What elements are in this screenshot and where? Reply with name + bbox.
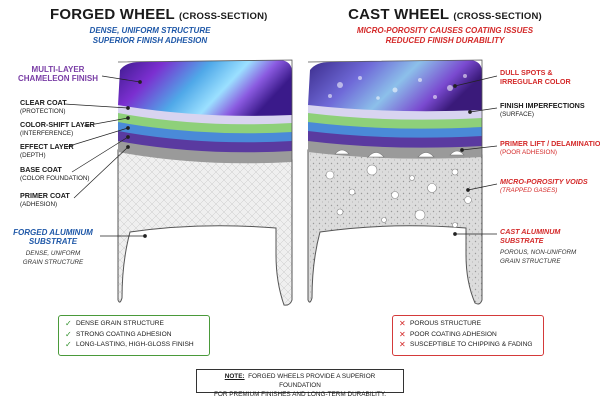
benefit-item: ✓STRONG COATING ADHESION: [65, 330, 203, 341]
label-cast-substrate: CAST ALUMINUM SUBSTRATE: [500, 228, 590, 245]
label-primer-coat: PRIMER COAT(ADHESION): [20, 192, 70, 209]
drawback-item: ✕POROUS STRUCTURE: [399, 319, 537, 330]
label-clear-coat: CLEAR COAT(PROTECTION): [20, 99, 67, 116]
forged-substrate: [118, 150, 292, 305]
label-dull-spots: DULL SPOTS & IRREGULAR COLOR: [500, 69, 571, 86]
x-icon: ✕: [399, 319, 410, 330]
label-cast-grain: POROUS, NON-UNIFORM GRAIN STRUCTURE: [500, 249, 576, 266]
label-color-shift: COLOR-SHIFT LAYER(INTERFERENCE): [20, 121, 95, 138]
check-icon: ✓: [65, 319, 76, 330]
label-effect-layer: EFFECT LAYER(DEPTH): [20, 143, 74, 160]
benefit-item: ✓DENSE GRAIN STRUCTURE: [65, 319, 203, 330]
label-finish-imperfections: FINISH IMPERFECTIONS(SURFACE): [500, 102, 585, 119]
note-label: NOTE:: [225, 373, 245, 380]
drawback-item: ✕SUSCEPTIBLE TO CHIPPING & FADING: [399, 340, 537, 351]
label-forged-substrate: FORGED ALUMINUM SUBSTRATE: [8, 229, 98, 246]
check-icon: ✓: [65, 340, 76, 351]
forged-benefits-box: ✓DENSE GRAIN STRUCTURE ✓STRONG COATING A…: [58, 315, 210, 356]
label-base-coat: BASE COAT(COLOR FOUNDATION): [20, 166, 90, 183]
drawback-item: ✕POOR COATING ADHESION: [399, 330, 537, 341]
label-primer-lift: PRIMER LIFT / DELAMINATION(POOR ADHESION…: [500, 140, 600, 157]
x-icon: ✕: [399, 330, 410, 341]
x-icon: ✕: [399, 340, 410, 351]
cast-drawbacks-box: ✕POROUS STRUCTURE ✕POOR COATING ADHESION…: [392, 315, 544, 356]
note-box: NOTE: FORGED WHEELS PROVIDE A SUPERIOR F…: [196, 369, 404, 393]
label-porosity-voids: MICRO-POROSITY VOIDS(TRAPPED GASES): [500, 178, 588, 195]
check-icon: ✓: [65, 330, 76, 341]
chameleon-finish-layer: [118, 60, 292, 116]
note-line2: FOR PREMIUM FINISHES AND LONG-TERM DURAB…: [203, 390, 397, 399]
label-forged-grain: DENSE, UNIFORM GRAIN STRUCTURE: [8, 250, 98, 267]
benefit-item: ✓LONG-LASTING, HIGH-GLOSS FINISH: [65, 340, 203, 351]
label-chameleon-finish: MULTI-LAYER CHAMELEON FINISH: [8, 66, 108, 83]
note-line1: FORGED WHEELS PROVIDE A SUPERIOR FOUNDAT…: [248, 373, 375, 389]
